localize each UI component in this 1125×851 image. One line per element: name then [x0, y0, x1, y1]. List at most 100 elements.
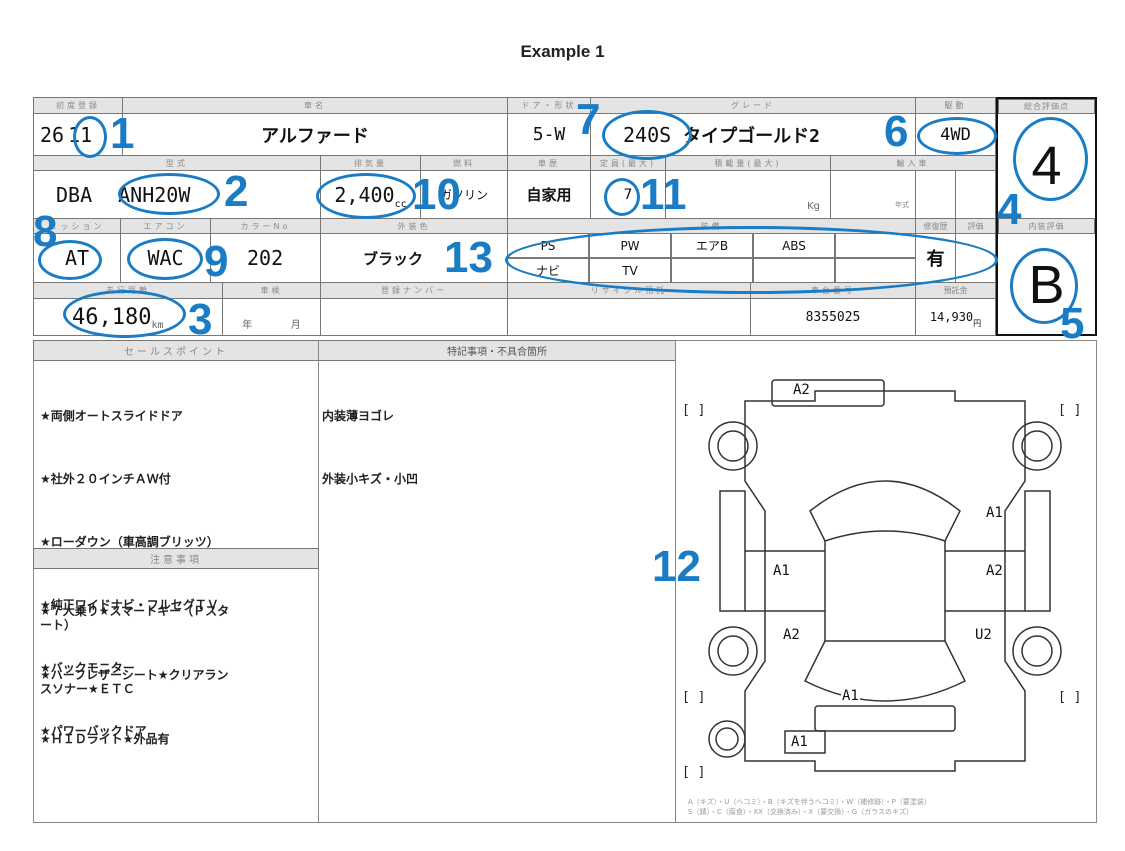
annotation-ellipse-mileage [63, 290, 186, 338]
wheel-front-left [708, 626, 758, 676]
annotation-9: 9 [204, 237, 229, 286]
annotation-10: 10 [412, 170, 461, 219]
header-car-name: 車名 [122, 97, 508, 114]
color-no-value: 202 [210, 233, 321, 283]
import-year: 年式 [830, 170, 916, 219]
header-repair: 修復歴 [915, 218, 956, 234]
annotation-ellipse-aircon [127, 238, 203, 280]
inspection-year: 年 [242, 320, 253, 331]
list-item: ★パワーバックドア [40, 724, 147, 738]
annotation-1: 1 [110, 109, 135, 158]
annotation-11: 11 [640, 170, 687, 219]
model-prefix: DBA [56, 182, 93, 207]
header-aircon: エアコン [120, 218, 211, 234]
plate-value [320, 298, 508, 336]
damage-mark: A2 [985, 563, 1004, 579]
wheel-front-right [1012, 626, 1062, 676]
header-overall: 総合評価点 [998, 99, 1095, 114]
front-bumper [814, 705, 956, 732]
annotation-ellipse-transmission [38, 240, 102, 280]
list-item: 内装薄ヨゴレ [322, 409, 395, 423]
list-item: 外装小キズ・小凹 [322, 472, 419, 486]
damage-mark: A1 [790, 734, 809, 750]
chassis-value: 8355025 [750, 298, 916, 336]
annotation-ellipse-capacity [604, 178, 640, 216]
page-title: Example 1 [520, 42, 605, 61]
reg-year: 26 [40, 122, 65, 147]
inspection-month: 月 [290, 320, 301, 331]
annotation-ellipse-model [118, 173, 220, 215]
header-usage: 車歴 [507, 155, 591, 171]
annotation-ellipse-equipment [505, 226, 998, 294]
right-side [1024, 490, 1051, 612]
list-item: ★ローダウン（車高調ブリッツ） [40, 535, 219, 549]
annotation-ellipse-drive [917, 117, 997, 155]
annotation-ellipse-interior [1010, 248, 1078, 324]
header-evaluation: 評価 [955, 218, 996, 234]
legend-line: S（錆）・C（腐食）・XX（交換済み）・X（要交換）・G（ガラスのキズ） [688, 808, 914, 816]
recycle-value [507, 298, 751, 336]
left-side [719, 490, 746, 612]
annotation-ellipse-grade [602, 110, 692, 160]
damage-mark: A1 [772, 563, 791, 579]
import-cell-2 [955, 170, 996, 219]
annotation-7: 7 [576, 95, 601, 144]
windshield [803, 640, 967, 702]
deposit-unit: 円 [973, 319, 982, 328]
header-plate: 登録ナンバー [320, 282, 508, 299]
remarks-list: 内装薄ヨゴレ 外装小キズ・小凹 [322, 364, 418, 511]
damage-mark: A2 [792, 382, 811, 398]
notes-header: 注意事項 [33, 548, 319, 569]
header-ext-color: 外装色 [320, 218, 508, 234]
bracket: [ ] [682, 690, 706, 705]
score-box [996, 97, 1097, 336]
sales-points-list: ★両側オートスライドドア ★社外２０インチＡＷ付 ★ローダウン（車高調ブリッツ）… [40, 364, 219, 763]
list-item: ★ＨＩＤライト★外品有 [40, 732, 170, 746]
legend-line: A（キズ）・U（ヘコミ）・B（キズを伴うヘコミ）・W（補修跡）・P（要塗装） [688, 798, 931, 806]
front-panel [784, 730, 826, 754]
header-interior: 内装評価 [998, 218, 1095, 234]
load-value: Kg [665, 170, 831, 219]
header-deposit: 預託金 [915, 282, 996, 299]
sales-points-header: セールスポイント [33, 340, 319, 361]
list-item: ★社外２０インチＡＷ付 [40, 472, 171, 486]
damage-mark: U2 [974, 627, 993, 643]
rear-window [809, 480, 961, 542]
header-inspection: 車検 [222, 282, 321, 299]
car-name-value: アルファード [122, 113, 508, 156]
car-damage-diagram [708, 379, 1062, 772]
notes-list: ★７人乗り★スマートキー（Ｐスタ ート） ★ハーフレザーシート★クリアラン スソ… [40, 576, 229, 760]
wheel-rear-right [1012, 421, 1062, 471]
header-import: 輸入車 [830, 155, 996, 171]
annotation-6: 6 [884, 107, 909, 156]
header-fuel: 燃料 [420, 155, 508, 171]
header-drive: 駆動 [915, 97, 996, 114]
damage-mark: A1 [985, 505, 1004, 521]
bracket: [ ] [1058, 403, 1082, 418]
door-value: 5-W [507, 113, 591, 156]
header-model: 型式 [33, 155, 321, 171]
damage-mark: A2 [782, 627, 801, 643]
inspection-value: 年月 [222, 298, 321, 336]
list-item: ★両側オートスライドドア [40, 409, 183, 423]
divider [675, 340, 676, 823]
annotation-5: 5 [1060, 299, 1085, 348]
bracket: [ ] [682, 765, 706, 780]
import-cell-1 [915, 170, 956, 219]
spare-wheel [708, 720, 746, 758]
wheel-rear-left [708, 421, 758, 471]
bracket: [ ] [682, 403, 706, 418]
usage-value: 自家用 [507, 170, 591, 219]
remarks-header: 特記事項・不具合箇所 [318, 340, 676, 361]
fuel-value: ガソリン [420, 170, 508, 219]
annotation-3: 3 [188, 295, 213, 344]
annotation-ellipse-month [73, 116, 107, 158]
car-body-outline [744, 390, 1026, 772]
list-item: ★純正ワイドナビ・フルセグＴＶ [40, 598, 219, 612]
header-displacement: 排気量 [320, 155, 421, 171]
ext-color-value: ブラック [320, 233, 508, 283]
grade-name: タイプゴールド2 [683, 125, 821, 147]
list-item: ★ハーフレザーシート★クリアラン スソナー★ＥＴＣ [40, 668, 229, 696]
lower-frame [33, 340, 1097, 823]
annotation-12: 12 [652, 542, 701, 591]
